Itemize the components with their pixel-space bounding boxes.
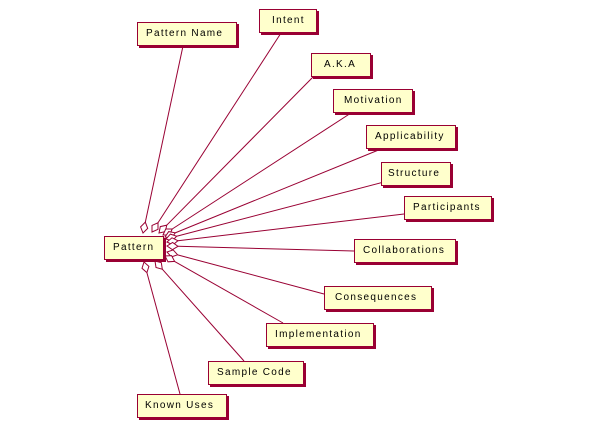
connector-implementation (174, 260, 284, 324)
aggregation-diamond-pattern-name (140, 221, 149, 234)
class-box-motivation[interactable]: Motivation (333, 89, 413, 113)
connector-collaborations (177, 245, 355, 252)
class-box-intent[interactable]: Intent (259, 9, 317, 33)
class-box-implementation[interactable]: Implementation (266, 323, 374, 347)
aggregation-diamond-collaborations (166, 241, 179, 251)
connector-applicability (174, 148, 382, 234)
class-label-aka: A.K.A (324, 59, 357, 70)
class-label-consequences: Consequences (335, 292, 418, 303)
aggregation-diamond-sample-code (154, 260, 163, 270)
class-label-implementation: Implementation (275, 329, 362, 340)
class-box-sample-code[interactable]: Sample Code (208, 361, 304, 385)
connector-intent (157, 32, 282, 224)
class-label-motivation: Motivation (344, 95, 403, 106)
class-box-participants[interactable]: Participants (404, 196, 492, 220)
class-box-aka[interactable]: A.K.A (311, 53, 371, 77)
class-box-pattern[interactable]: Pattern (104, 236, 164, 260)
class-label-collaborations: Collaborations (363, 245, 446, 256)
connector-aka (166, 76, 314, 226)
connector-sample-code (161, 268, 245, 362)
class-label-participants: Participants (413, 202, 481, 213)
class-label-pattern-name: Pattern Name (146, 28, 224, 39)
aggregation-diamond-intent (151, 222, 159, 233)
connector-pattern-name (144, 45, 184, 223)
connector-known-uses (146, 272, 181, 395)
class-box-known-uses[interactable]: Known Uses (137, 394, 227, 418)
class-label-pattern: Pattern (113, 242, 155, 253)
class-label-known-uses: Known Uses (145, 400, 215, 411)
class-box-consequences[interactable]: Consequences (324, 286, 432, 310)
class-label-applicability: Applicability (375, 131, 445, 142)
connector-motivation (171, 112, 352, 230)
connector-participants (177, 213, 405, 242)
class-box-applicability[interactable]: Applicability (366, 125, 456, 149)
class-box-pattern-name[interactable]: Pattern Name (137, 22, 237, 46)
class-label-sample-code: Sample Code (217, 367, 292, 378)
connector-structure (176, 181, 385, 237)
connector-consequences (177, 254, 325, 295)
aggregation-diamond-implementation (164, 255, 176, 263)
class-label-intent: Intent (272, 15, 305, 26)
class-box-collaborations[interactable]: Collaborations (354, 239, 456, 263)
class-box-structure[interactable]: Structure (381, 162, 451, 186)
aggregation-diamond-known-uses (141, 261, 150, 274)
class-label-structure: Structure (388, 168, 441, 179)
